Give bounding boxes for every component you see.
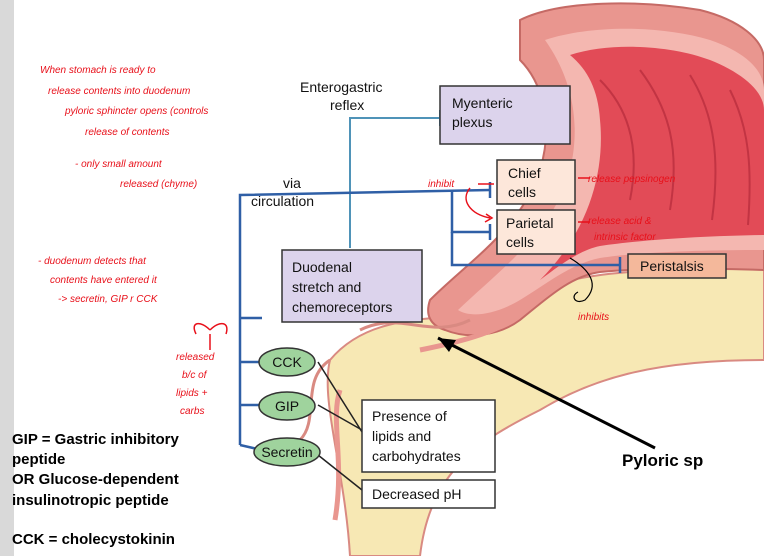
note-6: released (chyme)	[120, 179, 197, 190]
plexus-label: plexus	[452, 114, 492, 130]
chief-cells-box: Chief cells	[496, 159, 576, 205]
note-pepsinogen: release pepsinogen	[588, 174, 676, 185]
note-intrinsic: intrinsic factor	[594, 232, 656, 243]
peristalsis-box: Peristalsis	[627, 253, 727, 279]
note-10: released	[176, 352, 215, 363]
peristalsis-label: Peristalsis	[640, 258, 704, 274]
carbohydrates-label: carbohydrates	[372, 448, 461, 464]
myenteric-label: Myenteric	[452, 95, 513, 111]
legend-gip-line2: peptide	[12, 451, 65, 468]
reflex-label: reflex	[330, 97, 364, 113]
lipids-label: lipids and	[372, 428, 431, 444]
chief-label: Chief	[508, 165, 541, 181]
note-7: - duodenum detects that	[38, 256, 147, 267]
secretin-hormone: Secretin	[253, 437, 321, 467]
pyloric-sphincter-label: Pyloric sp	[622, 451, 703, 470]
note-4: release of contents	[85, 127, 170, 138]
pyloric-pointer	[437, 336, 656, 450]
presence-lipids-box: Presence of lipids and carbohydrates	[361, 399, 496, 473]
note-acid: release acid &	[588, 216, 652, 227]
parietal-label: Parietal	[506, 215, 553, 231]
legend-gip-line1: GIP = Gastric inhibitory	[12, 431, 180, 448]
via-label: via	[283, 175, 301, 191]
note-inhibits: inhibits	[578, 312, 609, 323]
note-inhibit: inhibit	[428, 179, 455, 190]
gip-label: GIP	[275, 398, 299, 414]
duodenal-receptors-box: Duodenal stretch and chemoreceptors	[281, 249, 423, 323]
myenteric-plexus-box: Myenteric plexus	[439, 85, 571, 145]
chemoreceptors-label: chemoreceptors	[292, 299, 392, 315]
enterogastric-label: Enterogastric	[300, 79, 382, 95]
chief-cells-label: cells	[508, 184, 536, 200]
duodenal-label: Duodenal	[292, 259, 352, 275]
left-shadow	[0, 0, 14, 556]
note-1: When stomach is ready to	[40, 65, 156, 76]
stretch-label: stretch and	[292, 279, 361, 295]
note-5: - only small amount	[75, 159, 163, 170]
cck-label: CCK	[272, 354, 302, 370]
note-9: -> secretin, GIP r CCK	[58, 294, 159, 305]
parietal-cells-box: Parietal cells	[496, 209, 576, 255]
note-8: contents have entered it	[50, 275, 158, 286]
legend-gip-line3: OR Glucose-dependent	[12, 471, 179, 488]
stomach-lumen	[540, 46, 764, 281]
note-2: release contents into duodenum	[48, 86, 190, 97]
note-12: lipids +	[176, 388, 208, 399]
parietal-cells-label: cells	[506, 234, 534, 250]
circulation-label: circulation	[251, 193, 314, 209]
note-3: pyloric sphincter opens (controls	[64, 106, 208, 117]
note-11: b/c of	[182, 370, 208, 381]
presence-label: Presence of	[372, 408, 447, 424]
note-13: carbs	[180, 406, 204, 417]
secretin-label: Secretin	[261, 444, 312, 460]
gip-hormone: GIP	[258, 391, 316, 421]
pathway-lines	[238, 110, 656, 491]
enterogastric-reflex-line	[349, 117, 440, 248]
decreased-ph-label: Decreased pH	[372, 486, 462, 502]
legend-gip-line4: insulinotropic peptide	[12, 492, 169, 509]
legend-cck: CCK = cholecystokinin	[12, 531, 175, 548]
cck-hormone: CCK	[258, 347, 316, 377]
handwritten-notes: When stomach is ready to release content…	[38, 65, 676, 417]
decreased-ph-box: Decreased pH	[361, 479, 496, 509]
